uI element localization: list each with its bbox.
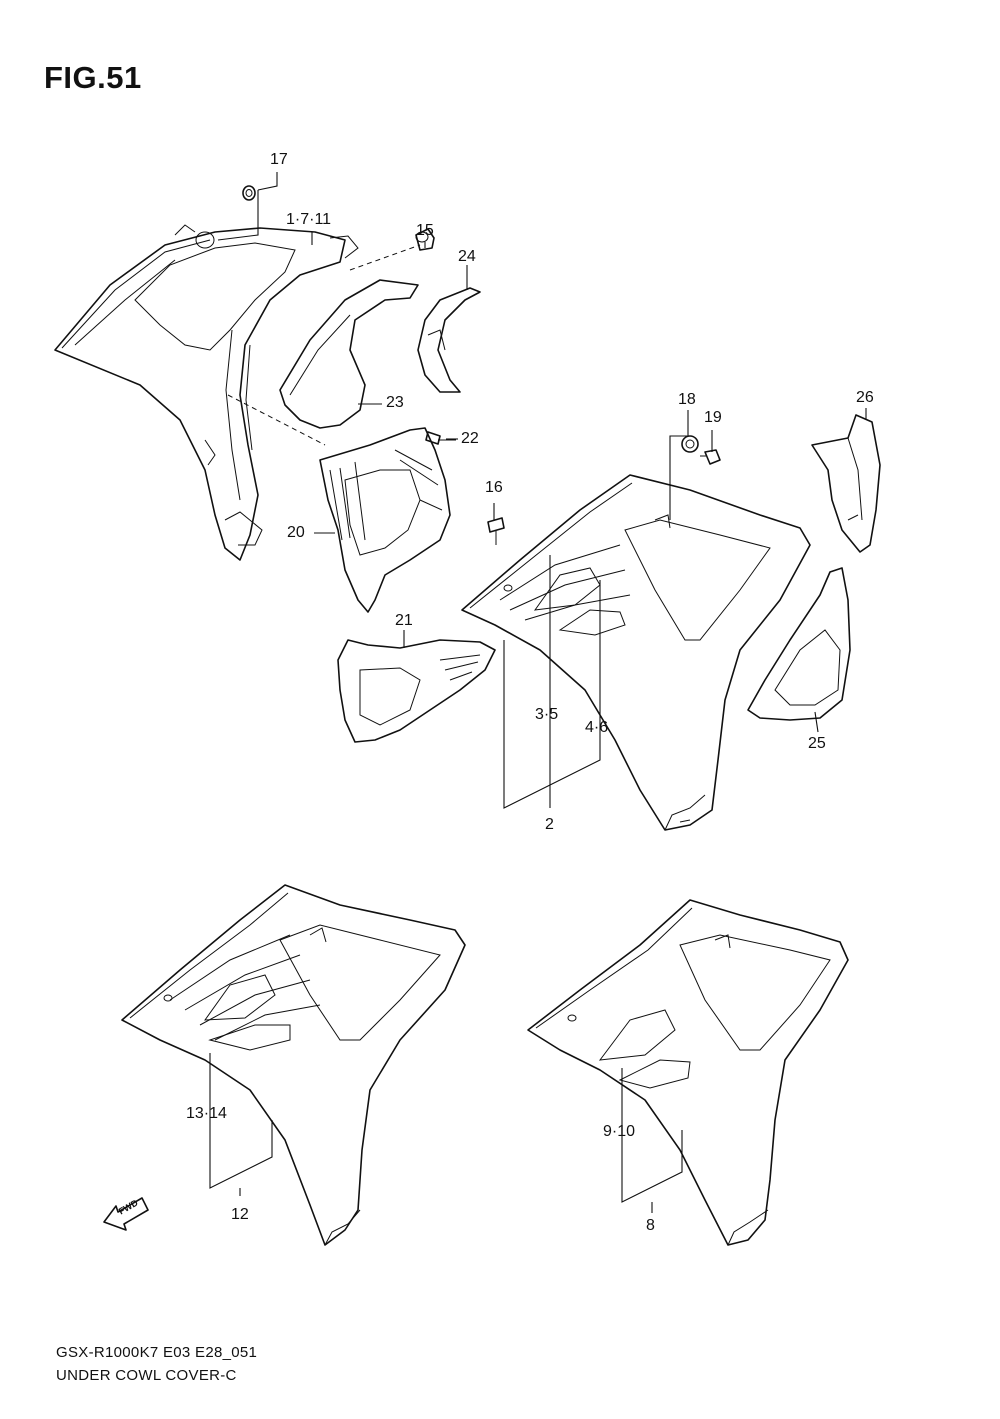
callout-18: 18 <box>678 391 696 408</box>
callout-15: 15 <box>416 222 434 239</box>
callout-9-10: 9·10 <box>603 1123 636 1140</box>
part-23-inner-panel[interactable] <box>279 279 419 429</box>
figure-caption: UNDER COWL COVER-C <box>56 1367 237 1384</box>
part-17-nut[interactable] <box>242 185 256 201</box>
part-24-bracket[interactable] <box>417 287 481 393</box>
callout-3-5: 3·5 <box>535 706 559 723</box>
callout-1-7-11: 1·7·11 <box>286 211 332 228</box>
part-22-screw[interactable] <box>425 431 456 445</box>
part-19-bolt[interactable] <box>700 449 721 465</box>
callout-25: 25 <box>808 735 826 752</box>
part-21-mesh-panel[interactable] <box>337 639 496 743</box>
callout-4-6: 4·6 <box>585 719 609 736</box>
callout-20: 20 <box>287 524 305 541</box>
callout-22: 22 <box>461 430 479 447</box>
callout-26: 26 <box>856 389 874 406</box>
part-26-cover[interactable] <box>811 414 881 553</box>
callout-24: 24 <box>458 248 476 265</box>
callout-16: 16 <box>485 479 503 496</box>
callout-23: 23 <box>386 394 404 411</box>
part-20-mesh-panel[interactable] <box>319 427 451 613</box>
part-15-grommet[interactable] <box>415 228 435 251</box>
part-12-under-cowl[interactable] <box>121 884 466 1246</box>
callout-21: 21 <box>395 612 413 629</box>
callout-17: 17 <box>270 151 288 168</box>
part-2-under-cowl[interactable] <box>461 474 811 831</box>
part-8-under-cowl[interactable] <box>527 899 849 1246</box>
part-25-side-cover[interactable] <box>747 567 851 721</box>
callout-2: 2 <box>545 816 554 833</box>
callout-13-14: 13·14 <box>186 1105 227 1122</box>
callout-12: 12 <box>231 1206 249 1223</box>
leader-lines <box>209 172 867 1213</box>
model-code: GSX-R1000K7 E03 E28_051 <box>56 1344 258 1361</box>
figure-title: FIG.51 <box>44 60 142 95</box>
part-18-nut[interactable] <box>681 435 699 453</box>
fwd-arrow-icon <box>103 1197 149 1231</box>
part-16-clip[interactable] <box>487 517 505 545</box>
callout-8: 8 <box>646 1217 655 1234</box>
part-inner-cowl-left[interactable] <box>54 224 359 561</box>
callout-19: 19 <box>704 409 722 426</box>
